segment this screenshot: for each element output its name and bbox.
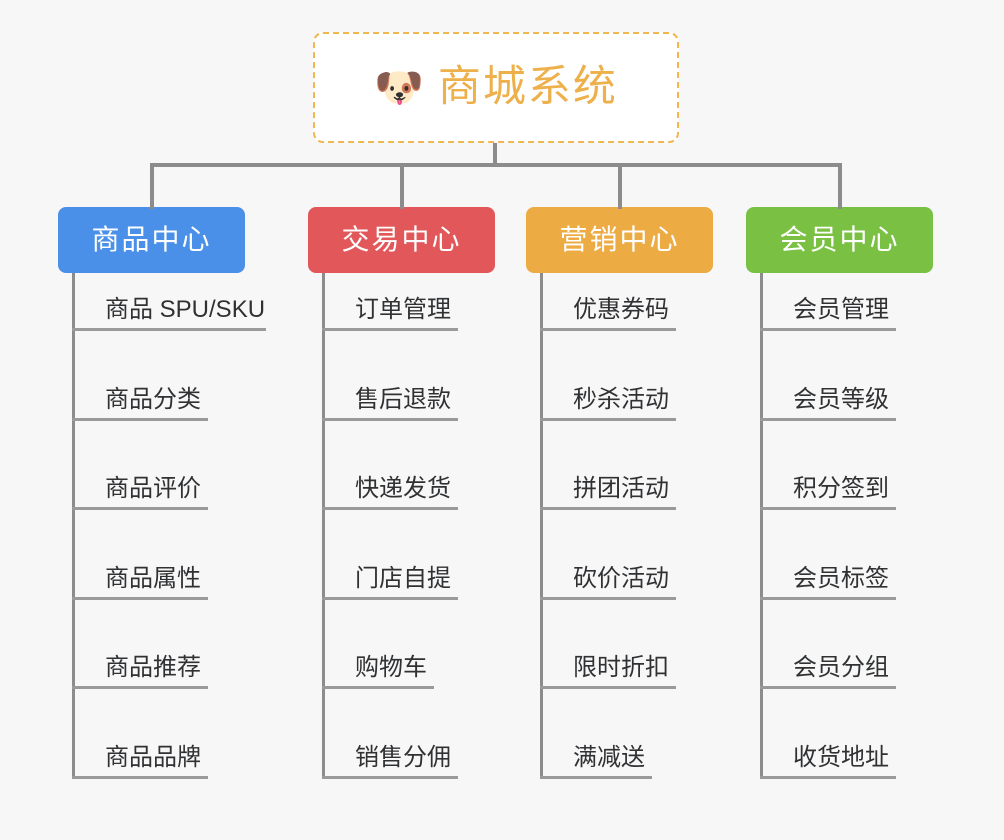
branch-drop-connector-product-center bbox=[149, 163, 154, 209]
branch-item-label: 门店自提 bbox=[355, 564, 451, 592]
root-connector-stem bbox=[493, 143, 497, 165]
branch-item[interactable]: 砍价活动 bbox=[540, 566, 676, 600]
branch-item[interactable]: 销售分佣 bbox=[322, 745, 458, 779]
branch-item[interactable]: 拼团活动 bbox=[540, 477, 676, 510]
branch-item[interactable]: 购物车 bbox=[322, 656, 434, 689]
branch-item-label: 优惠券码 bbox=[573, 296, 669, 323]
branch-connector-bus bbox=[150, 163, 842, 167]
branch-item-label: 砍价活动 bbox=[573, 564, 669, 592]
branch-header-label: 交易中心 bbox=[341, 224, 462, 255]
branch-item[interactable]: 满减送 bbox=[540, 745, 652, 779]
branch-item[interactable]: 会员管理 bbox=[760, 298, 896, 331]
branch-spine-member-center bbox=[760, 273, 763, 778]
branch-item-label: 限时折扣 bbox=[573, 654, 669, 681]
branch-item[interactable]: 收货地址 bbox=[760, 745, 896, 779]
branch-item-label: 商品 SPU/SKU bbox=[105, 296, 266, 323]
branch-item[interactable]: 商品分类 bbox=[72, 387, 208, 421]
branch-item-label: 商品推荐 bbox=[105, 654, 201, 681]
root-title: 商城系统 bbox=[437, 63, 618, 111]
branch-item[interactable]: 商品评价 bbox=[72, 477, 208, 510]
branch-drop-connector-member-center bbox=[837, 163, 842, 209]
branch-drop-connector-trade-center bbox=[399, 163, 404, 209]
branch-item[interactable]: 门店自提 bbox=[322, 566, 458, 600]
branch-item[interactable]: 售后退款 bbox=[322, 387, 458, 421]
branch-spine-marketing-center bbox=[540, 273, 543, 778]
branch-header-marketing-center[interactable]: 营销中心 bbox=[526, 207, 713, 273]
branch-item-label: 商品分类 bbox=[105, 385, 201, 413]
branch-item[interactable]: 快递发货 bbox=[322, 477, 458, 510]
branch-header-label: 商品中心 bbox=[91, 224, 212, 255]
branch-header-product-center[interactable]: 商品中心 bbox=[58, 207, 245, 273]
branch-header-member-center[interactable]: 会员中心 bbox=[746, 207, 933, 273]
branch-column-marketing-center: 营销中心优惠券码秒杀活动拼团活动砍价活动限时折扣满减送 bbox=[526, 207, 713, 779]
branch-item-label: 会员分组 bbox=[793, 654, 889, 681]
branch-item-label: 收货地址 bbox=[793, 743, 889, 771]
branch-item[interactable]: 商品推荐 bbox=[72, 656, 208, 689]
branch-item-label: 积分签到 bbox=[793, 475, 889, 502]
branch-item-label: 订单管理 bbox=[355, 296, 451, 323]
branch-column-product-center: 商品中心商品 SPU/SKU 商品分类商品评价商品属性商品推荐商品品牌 bbox=[58, 207, 266, 779]
branch-item-label: 拼团活动 bbox=[573, 475, 669, 502]
branch-item[interactable]: 优惠券码 bbox=[540, 298, 676, 331]
branch-header-label: 会员中心 bbox=[779, 224, 900, 255]
branch-item-label: 销售分佣 bbox=[355, 743, 451, 771]
shiba-dog-face-icon: 🐶 bbox=[374, 65, 424, 110]
branch-item[interactable]: 限时折扣 bbox=[540, 656, 676, 689]
branch-item-label: 商品属性 bbox=[105, 564, 201, 592]
branch-item-label: 满减送 bbox=[573, 743, 645, 771]
branch-item[interactable]: 商品 SPU/SKU bbox=[72, 298, 266, 331]
branch-column-member-center: 会员中心会员管理会员等级积分签到会员标签会员分组收货地址 bbox=[746, 207, 933, 779]
branch-header-label: 营销中心 bbox=[559, 224, 680, 255]
branch-item-label: 商品品牌 bbox=[105, 743, 201, 771]
branch-item-label: 商品评价 bbox=[105, 475, 201, 502]
branch-item-label: 会员标签 bbox=[793, 564, 889, 592]
branch-item-label: 会员管理 bbox=[793, 296, 889, 323]
branch-header-trade-center[interactable]: 交易中心 bbox=[308, 207, 495, 273]
branch-spine-product-center bbox=[72, 273, 75, 778]
branch-item[interactable]: 订单管理 bbox=[322, 298, 458, 331]
branch-item[interactable]: 商品品牌 bbox=[72, 745, 208, 779]
branch-item-label: 购物车 bbox=[355, 654, 427, 681]
branch-column-trade-center: 交易中心订单管理售后退款快递发货门店自提购物车销售分佣 bbox=[308, 207, 495, 779]
branch-item[interactable]: 积分签到 bbox=[760, 477, 896, 510]
root-node[interactable]: 🐶 商城系统 bbox=[313, 32, 679, 143]
branch-item-label: 售后退款 bbox=[355, 385, 451, 413]
branch-item-label: 快递发货 bbox=[355, 475, 451, 502]
branch-item[interactable]: 会员标签 bbox=[760, 566, 896, 600]
branch-drop-connector-marketing-center bbox=[617, 163, 622, 209]
branch-spine-trade-center bbox=[322, 273, 325, 778]
branch-item[interactable]: 会员分组 bbox=[760, 656, 896, 689]
branch-item[interactable]: 商品属性 bbox=[72, 566, 208, 600]
branch-item-label: 秒杀活动 bbox=[573, 385, 669, 413]
branch-item[interactable]: 秒杀活动 bbox=[540, 387, 676, 421]
branch-item[interactable]: 会员等级 bbox=[760, 387, 896, 421]
branch-item-label: 会员等级 bbox=[793, 385, 889, 413]
